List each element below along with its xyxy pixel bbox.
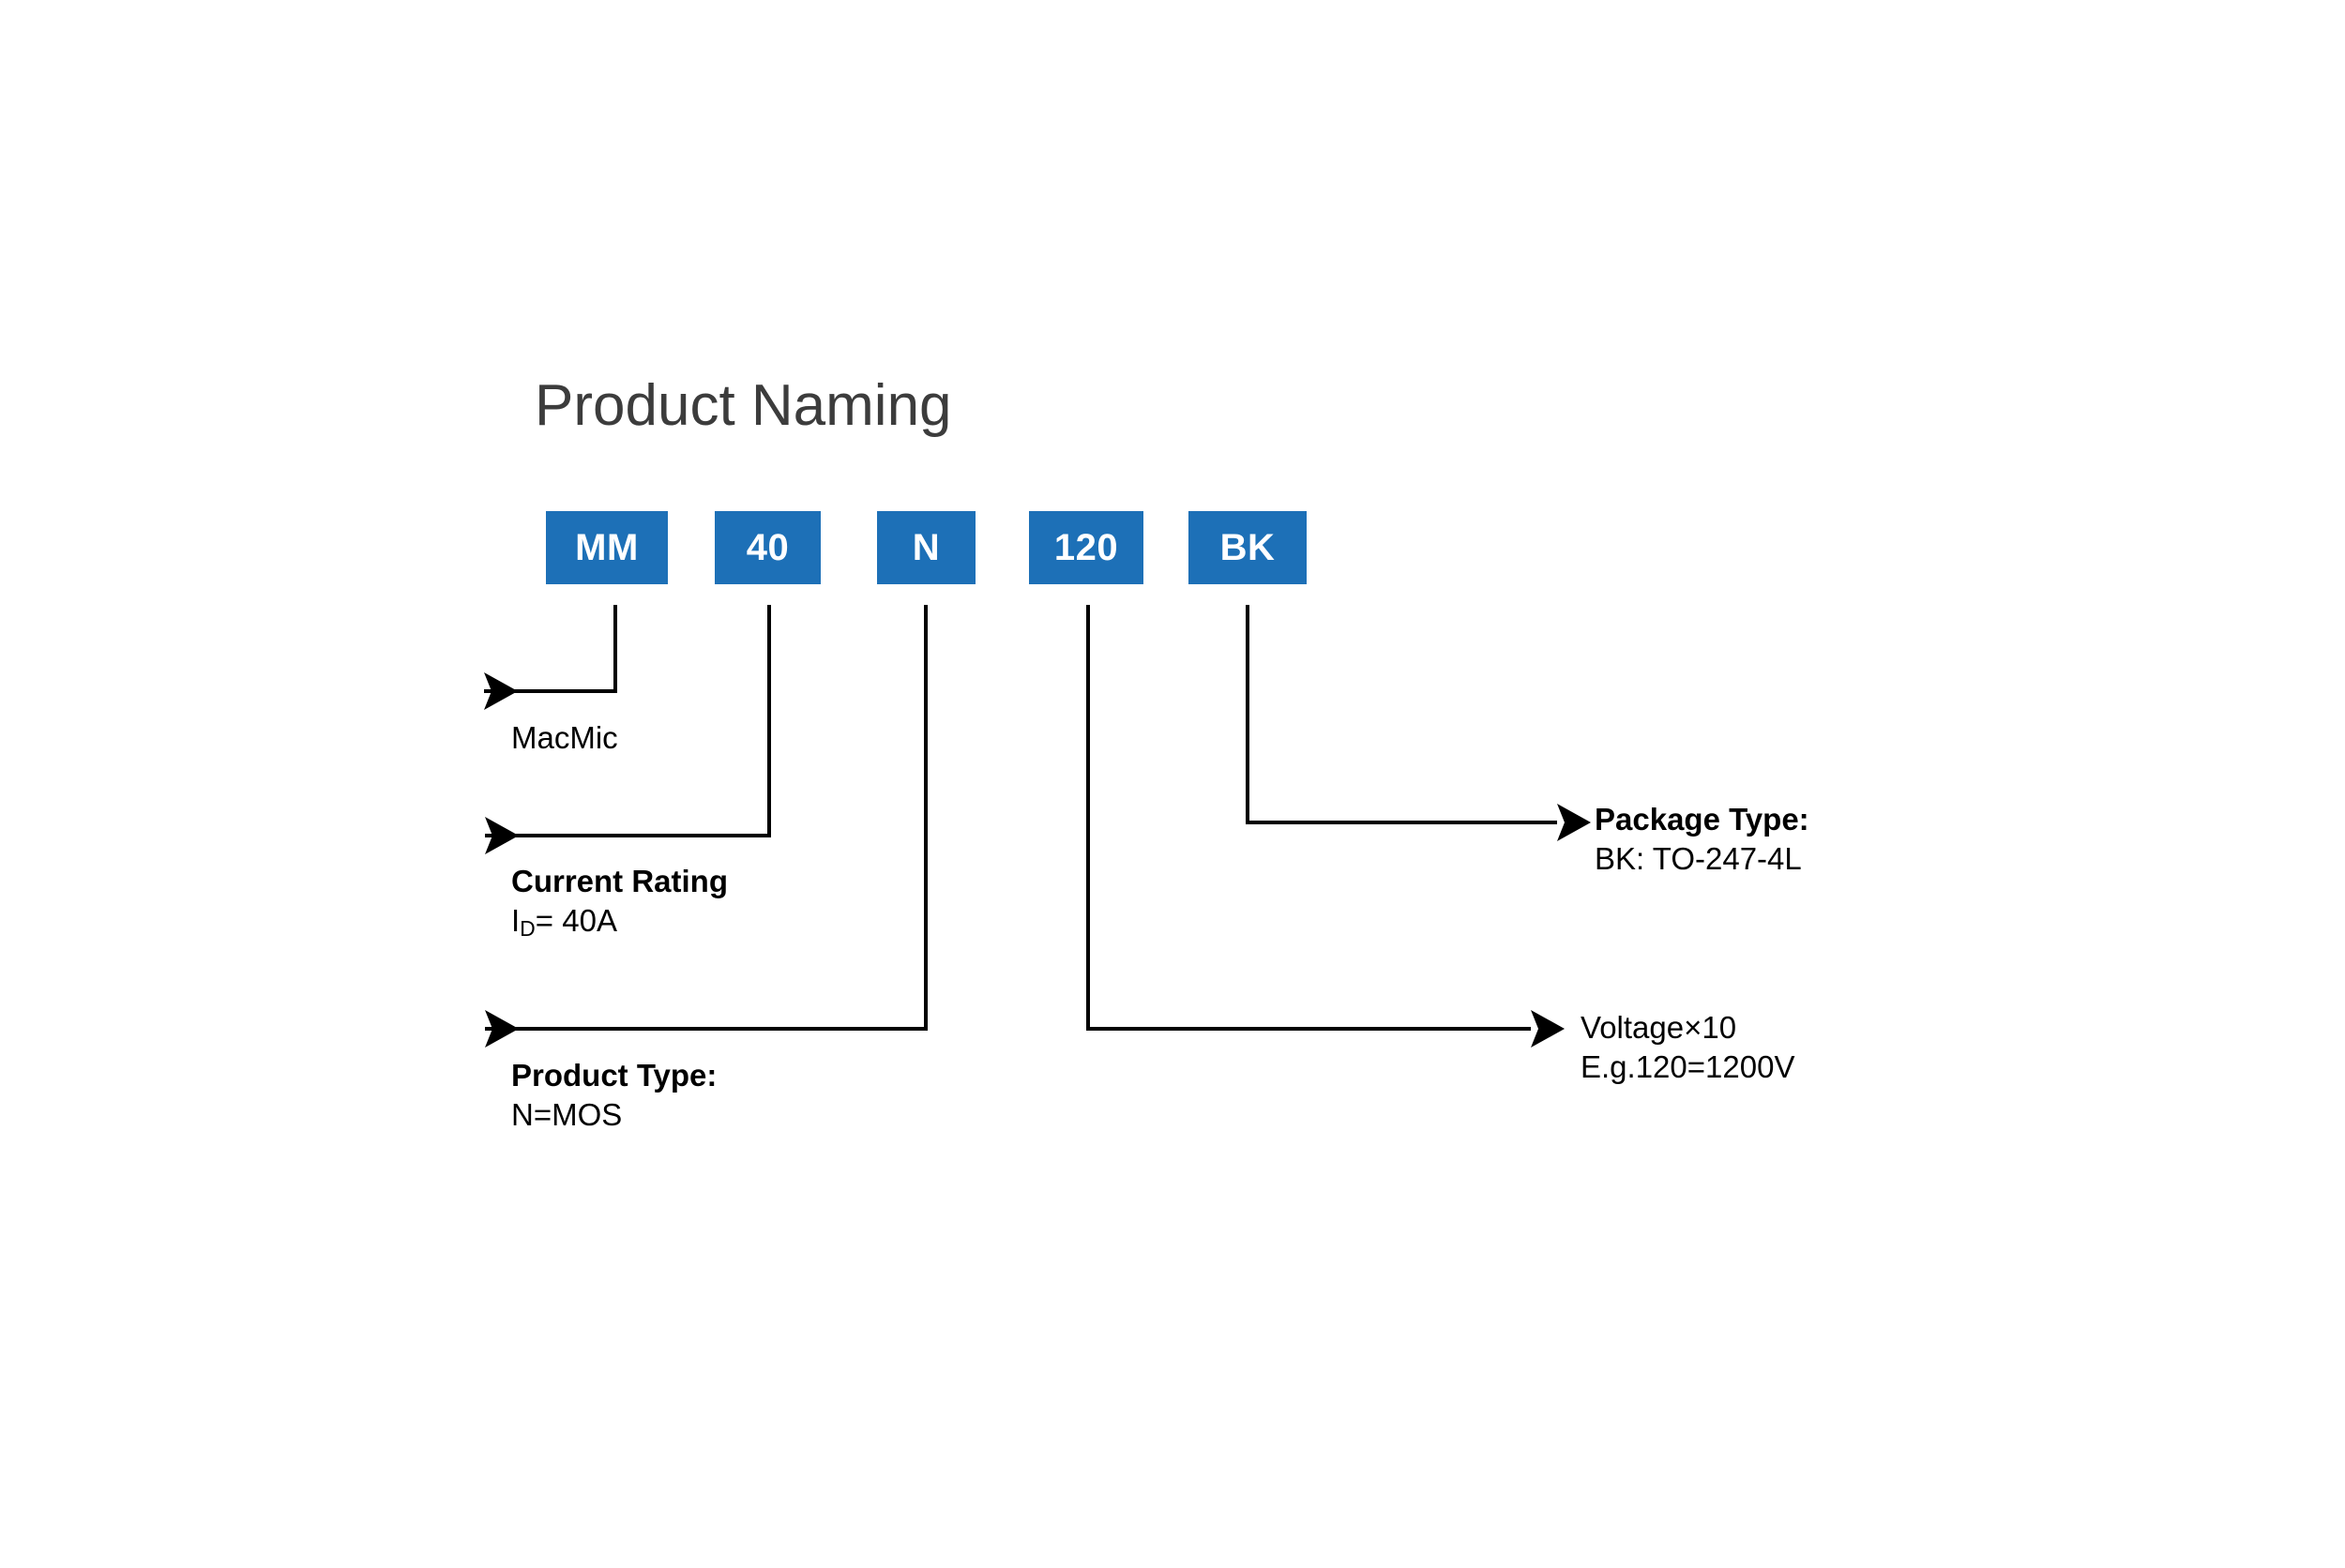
current-rating-symbol: I [511,903,521,939]
segment-box-n[interactable]: N [877,511,976,584]
callout-package-type-heading: Package Type: [1595,802,1809,837]
connector-macmic [484,605,617,710]
segment-box-120[interactable]: 120 [1029,511,1143,584]
callout-current-rating-detail: ID= 40A [511,901,728,942]
callout-product-type-heading: Product Type: [511,1058,718,1093]
callout-current-rating-heading: Current Rating [511,864,728,898]
callout-voltage: Voltage×10 E.g.120=1200V [1581,1008,1794,1087]
segment-box-bk-label: BK [1219,526,1276,568]
segment-box-n-label: N [912,526,941,568]
callout-current-rating: Current Rating ID= 40A [511,862,728,943]
callout-voltage-detail: E.g.120=1200V [1581,1049,1795,1085]
segment-box-120-label: 120 [1053,526,1119,568]
segment-box-40-label: 40 [746,526,790,568]
callout-product-type: Product Type: N=MOS [511,1056,717,1135]
callout-voltage-heading: Voltage×10 [1581,1010,1737,1045]
page-title: Product Naming [535,373,952,438]
connector-package-type [1246,605,1591,841]
current-rating-value: = 40A [535,903,617,939]
callout-package-type-detail: BK: TO-247-4L [1595,841,1802,877]
segment-box-mm[interactable]: MM [546,511,668,584]
segment-box-bk[interactable]: BK [1188,511,1307,584]
segment-box-mm-label: MM [575,526,639,568]
current-rating-subscript: D [520,916,536,942]
callout-macmic: MacMic [511,718,618,758]
connector-product-type [485,605,928,1048]
callout-macmic-heading: MacMic [511,720,618,755]
connector-current-rating [485,605,771,854]
segment-box-40[interactable]: 40 [715,511,821,584]
callout-product-type-detail: N=MOS [511,1097,623,1133]
connector-voltage [1086,605,1565,1048]
callout-package-type: Package Type: BK: TO-247-4L [1595,800,1809,879]
